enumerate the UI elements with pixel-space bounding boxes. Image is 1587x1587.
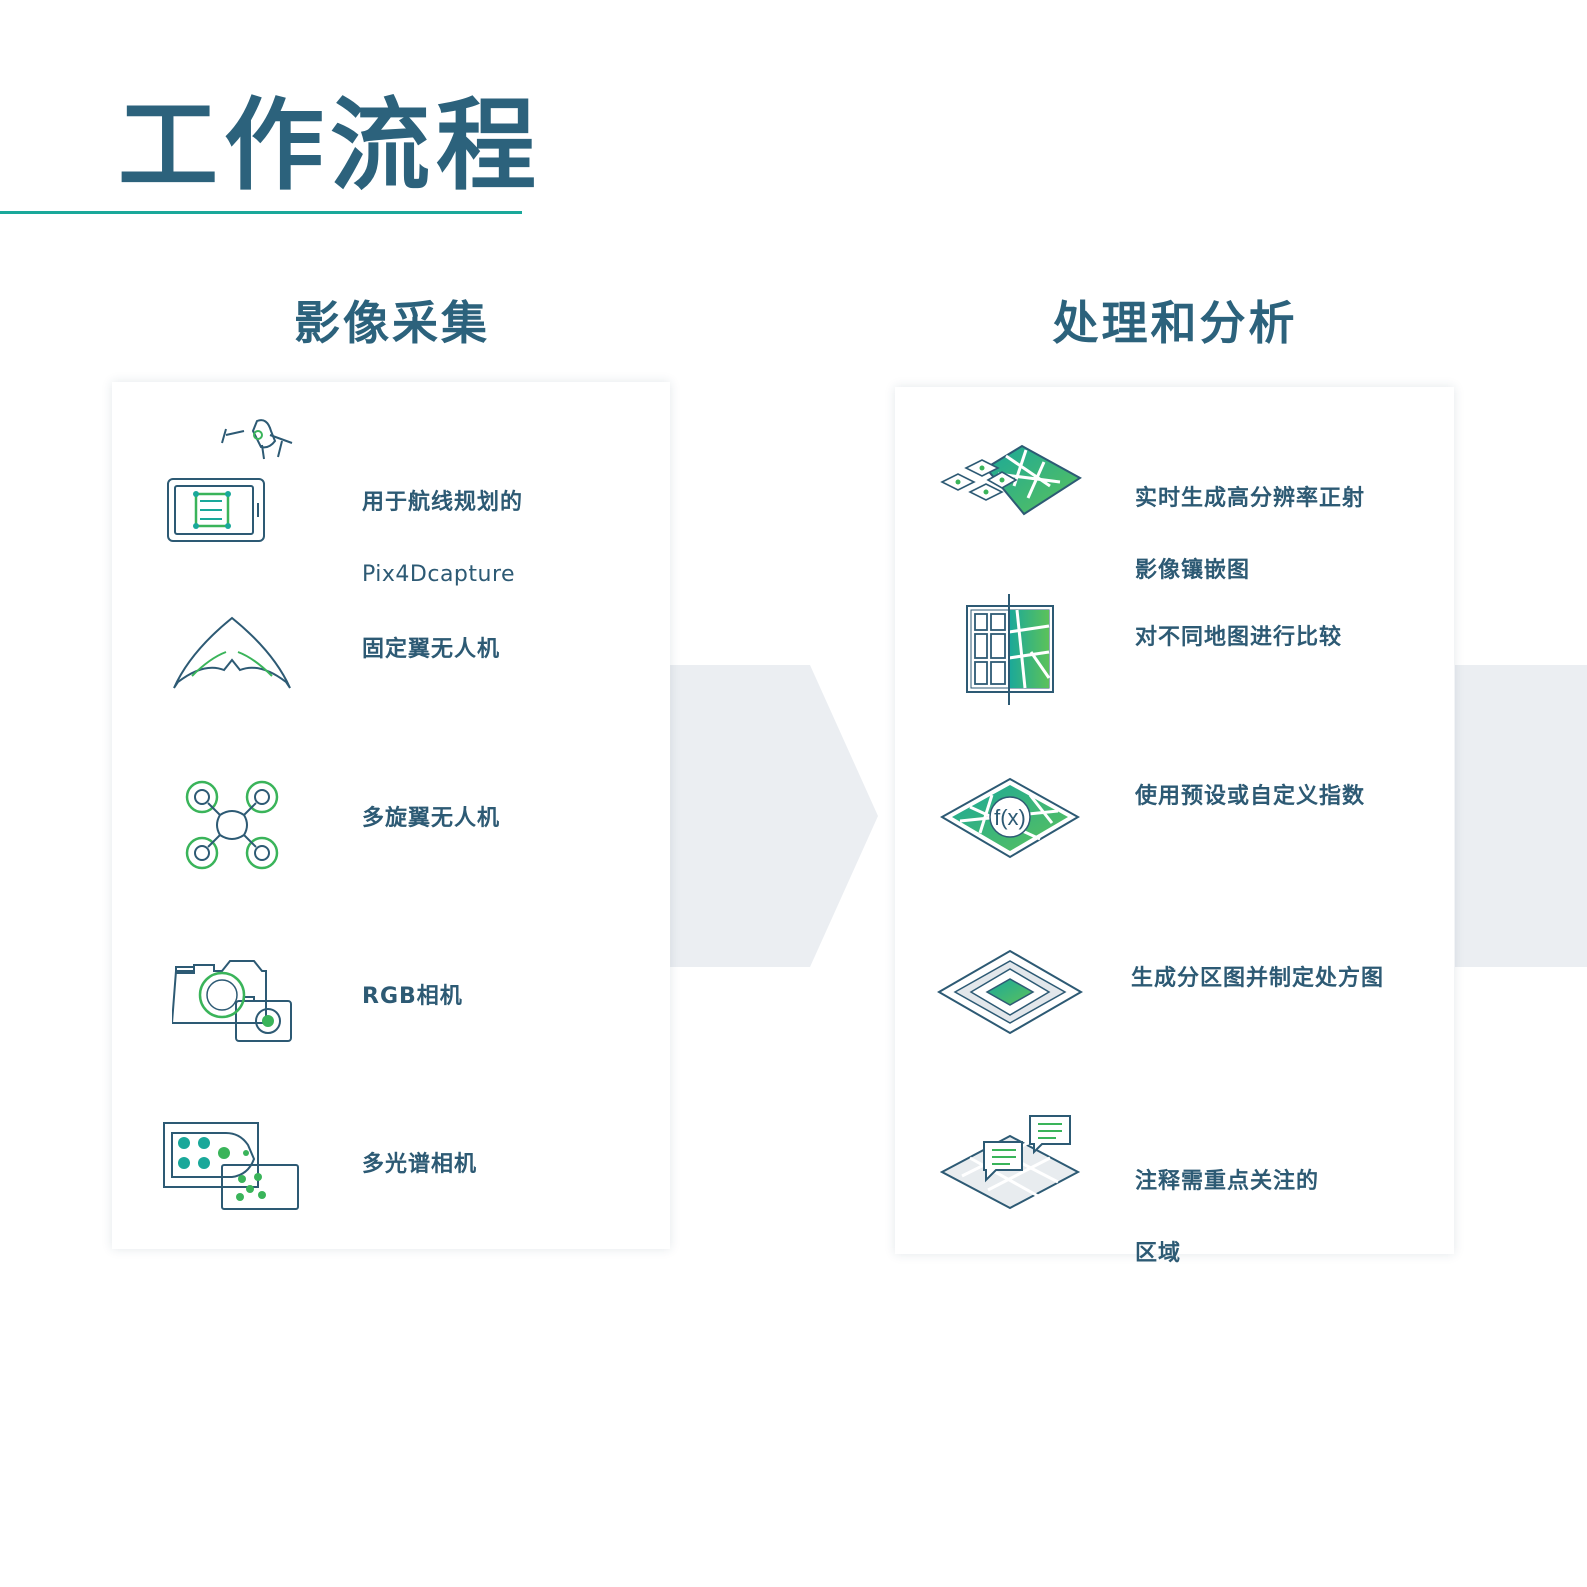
processing-item-index: f(x) 使用预设或自定义指数 bbox=[895, 777, 1454, 867]
rgb-camera-icon bbox=[172, 960, 292, 1042]
processing-item-label: 对不同地图进行比较 bbox=[1135, 625, 1343, 650]
capture-item-label: 多旋翼无人机 bbox=[362, 806, 501, 831]
processing-section-title: 处理和分析 bbox=[1052, 296, 1298, 350]
capture-item-multirotor: 多旋翼无人机 bbox=[112, 777, 670, 877]
capture-section-title: 影像采集 bbox=[294, 296, 490, 350]
capture-item-label: RGB相机 bbox=[362, 984, 463, 1009]
capture-item-fixed-wing: 固定翼无人机 bbox=[112, 612, 670, 702]
formula-text: f(x) bbox=[994, 805, 1026, 830]
capture-item-multispectral: 多光谱相机 bbox=[112, 1119, 670, 1214]
processing-item-orthomosaic: 实时生成高分辨率正射 影像镶嵌图 bbox=[895, 437, 1454, 583]
flow-arrow-band bbox=[660, 665, 1587, 967]
zone-map-icon bbox=[937, 949, 1083, 1035]
capture-card: 用于航线规划的 Pix4Dcapture 固定翼无人机 多旋翼无人机 bbox=[112, 382, 670, 1249]
processing-card: 实时生成高分辨率正射 影像镶嵌图 对不同地图进行比较 bbox=[895, 387, 1454, 1266]
processing-item-label: 生成分区图并制定处方图 bbox=[1131, 966, 1385, 991]
multirotor-drone-icon bbox=[185, 780, 279, 870]
annotation-icon bbox=[940, 1115, 1081, 1210]
capture-item-label: 多光谱相机 bbox=[362, 1152, 478, 1177]
page-title: 工作流程 bbox=[118, 87, 542, 204]
label-line-2: Pix4Dcapture bbox=[362, 562, 516, 587]
fixed-wing-drone-icon bbox=[173, 616, 291, 689]
index-formula-icon: f(x) bbox=[940, 777, 1080, 859]
label-line-2: 影像镶嵌图 bbox=[1135, 558, 1251, 583]
capture-item-label: 固定翼无人机 bbox=[362, 637, 501, 662]
label-line-1: 用于航线规划的 bbox=[362, 490, 524, 515]
map-compare-icon bbox=[966, 594, 1054, 705]
capture-item-pix4dcapture: 用于航线规划的 Pix4Dcapture bbox=[112, 417, 670, 587]
processing-item-annotation: 注释需重点关注的 区域 bbox=[895, 1112, 1454, 1266]
title-underline bbox=[0, 211, 522, 214]
label-line-1: 注释需重点关注的 bbox=[1135, 1169, 1320, 1194]
orthomosaic-icon bbox=[940, 444, 1082, 516]
capture-item-rgb-camera: RGB相机 bbox=[112, 957, 670, 1047]
processing-item-zones: 生成分区图并制定处方图 bbox=[895, 947, 1454, 1037]
multispectral-camera-icon bbox=[163, 1122, 299, 1210]
label-line-2: 区域 bbox=[1135, 1241, 1182, 1266]
processing-item-compare: 对不同地图进行比较 bbox=[895, 592, 1454, 707]
label-line-1: 实时生成高分辨率正射 bbox=[1135, 486, 1366, 511]
drone-tablet-icon bbox=[167, 419, 293, 542]
processing-item-label: 使用预设或自定义指数 bbox=[1135, 784, 1366, 809]
